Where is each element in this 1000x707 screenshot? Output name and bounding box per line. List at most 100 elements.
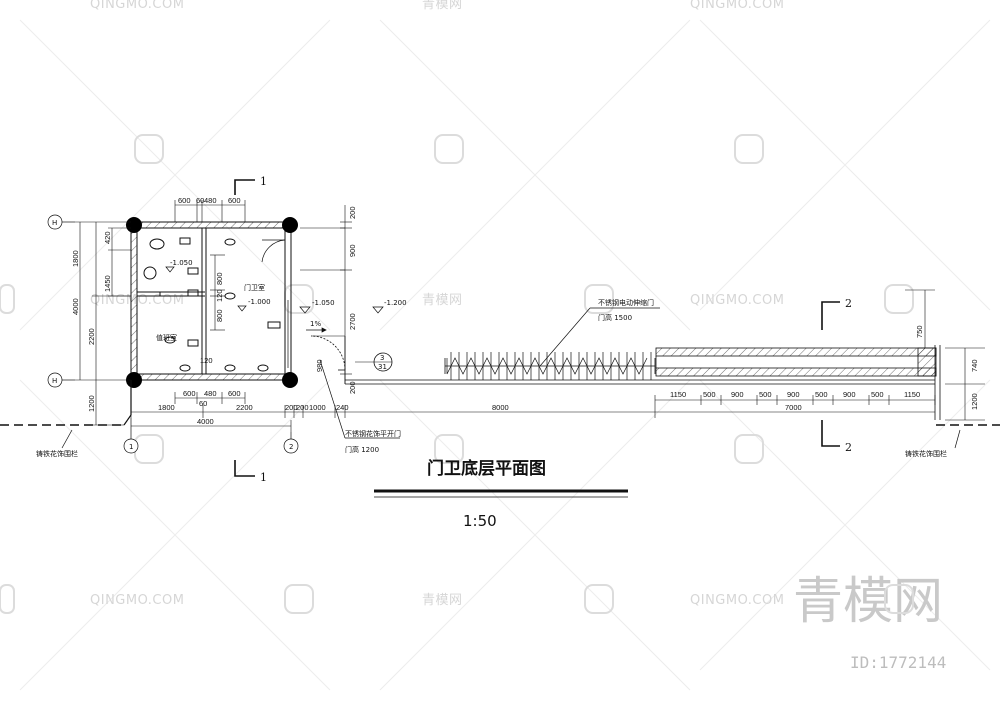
gate-segment-label: 500 <box>759 390 772 399</box>
right-boundary <box>934 345 941 420</box>
dim-left-total: 4000 <box>71 298 80 315</box>
watermark-cn: 青模网 <box>422 0 463 12</box>
watermark-latin: QINGMO.COM <box>90 0 184 12</box>
watermark-logo-icon <box>434 134 464 164</box>
dim-right-edge-1: 740 <box>970 359 979 372</box>
axis-h2: H <box>52 377 57 385</box>
dim-top-3: 600 <box>228 196 241 205</box>
column <box>282 217 298 233</box>
watermark-logo-icon <box>0 284 15 314</box>
wall-left <box>130 221 138 381</box>
dim-bottom-small-1: 480 <box>204 389 217 398</box>
dim-bottom-3: 200 <box>296 403 309 412</box>
column <box>126 372 142 388</box>
gate-lattice <box>446 352 652 380</box>
watermark-brand-big: 青模网 <box>793 572 943 630</box>
note-auto-gate-line2: 门高 1500 <box>598 313 632 322</box>
watermark-latin: QINGMO.COM <box>690 293 784 308</box>
dim-bottom-small-2: 600 <box>228 389 241 398</box>
detail-callout: 3 31 <box>355 352 393 372</box>
sink-fixture <box>143 266 157 280</box>
dim-mid-1: 120 <box>215 289 224 302</box>
dim-mid-0: 800 <box>215 272 224 285</box>
watermark-logo-icon <box>584 584 614 614</box>
watermark-logo-icon <box>434 434 464 464</box>
column <box>126 217 142 233</box>
axis-v2: 2 <box>289 443 293 451</box>
auto-gate <box>345 358 935 385</box>
dim-bottom-6: 8000 <box>492 403 509 412</box>
section-2-bottom: 2 <box>845 441 852 454</box>
watermark-latin: QINGMO.COM <box>690 593 784 608</box>
gate-housing <box>655 347 937 377</box>
dim-right-2: 2700 <box>348 313 357 330</box>
gate-segment-label: 500 <box>871 390 884 399</box>
dim-right-1: 900 <box>348 244 357 257</box>
gate-lattice-path <box>446 357 648 375</box>
dim-left-inner-1: 1450 <box>103 275 112 292</box>
dim-left-inner-0: 420 <box>103 231 112 244</box>
dim-right-edge-0: 750 <box>915 325 924 338</box>
dim-bottom-5: 240 <box>336 403 349 412</box>
watermark-latin: QINGMO.COM <box>90 593 184 608</box>
dimension-lines <box>75 200 985 432</box>
dim-mid-2: 800 <box>215 309 224 322</box>
watermark-logo-icon <box>0 584 15 614</box>
level-markers <box>165 266 384 333</box>
note-leaders <box>61 307 961 449</box>
watermark-id: ID:1772144 <box>850 653 946 672</box>
dim-bottom-0: 1800 <box>158 403 175 412</box>
detail-number: 3 <box>380 354 384 362</box>
gate-segment-ticks <box>654 395 936 405</box>
section-2-top: 2 <box>845 297 852 310</box>
gate-segment-label: 900 <box>731 390 744 399</box>
section-markers <box>234 179 840 477</box>
dim-bottom-60: 60 <box>199 399 207 408</box>
wall-bottom <box>130 373 292 381</box>
dim-bottom-7: 7000 <box>785 403 802 412</box>
dim-bottom-1: 2200 <box>236 403 253 412</box>
dim-top-2: 480 <box>204 196 217 205</box>
watermark-logo-icon <box>734 134 764 164</box>
note-auto-gate-line1: 不锈钢电动伸缩门 <box>598 298 654 307</box>
gate-segment-label: 1150 <box>904 390 920 399</box>
note-fence-left: 铸铁花饰围栏 <box>36 449 78 458</box>
room-label-guard: 门卫室 <box>244 283 265 292</box>
watermark-logo-icon <box>584 284 614 314</box>
note-side-gate-line1: 不锈钢花饰平开门 <box>345 429 401 438</box>
watermark-logo-icon <box>284 584 314 614</box>
structural-columns <box>126 217 298 388</box>
dim-bottom-total: 4000 <box>197 417 214 426</box>
room-label-duty: 值班室 <box>156 333 177 342</box>
watermark-logo-icon <box>884 584 914 614</box>
watermark-logo-icon <box>734 434 764 464</box>
watermark-cn: 青模网 <box>422 593 463 608</box>
note-fence-right: 铸铁花饰围栏 <box>905 449 947 458</box>
watermark-logo-icon <box>134 434 164 464</box>
dim-bottom-2: 200 <box>285 403 298 412</box>
gate-segment-label: 900 <box>787 390 800 399</box>
gate-segment-label: 500 <box>815 390 828 399</box>
drawing-scale: 1:50 <box>463 512 497 530</box>
watermark-diagonals <box>19 19 991 691</box>
watermark-texts: QINGMO.COM QINGMO.COM QINGMO.COM QINGMO.… <box>90 0 946 672</box>
level-guard-room: -1.000 <box>248 298 271 306</box>
dim-right-0: 200 <box>348 206 357 219</box>
dim-top-0: 600 <box>178 196 191 205</box>
level-outside: -1.050 <box>312 299 335 307</box>
wall-top <box>130 221 292 229</box>
dimension-texts: 600 60 480 600 1800 2200 1200 4000 420 1… <box>71 196 979 426</box>
section-1-bottom: 1 <box>260 471 267 484</box>
gate-segment-label: 500 <box>703 390 716 399</box>
section-1-top: 1 <box>260 175 267 188</box>
dim-right-edge-2: 1200 <box>970 393 979 410</box>
level-gate: -1.200 <box>384 299 407 307</box>
dim-120: 120 <box>200 356 213 365</box>
gate-segment-label: 900 <box>843 390 856 399</box>
dim-bottom-4: 1000 <box>309 403 326 412</box>
watermark-logo-icon <box>884 284 914 314</box>
dim-left-1: 2200 <box>87 328 96 345</box>
column <box>282 372 298 388</box>
slope-label: 1% <box>310 320 321 328</box>
